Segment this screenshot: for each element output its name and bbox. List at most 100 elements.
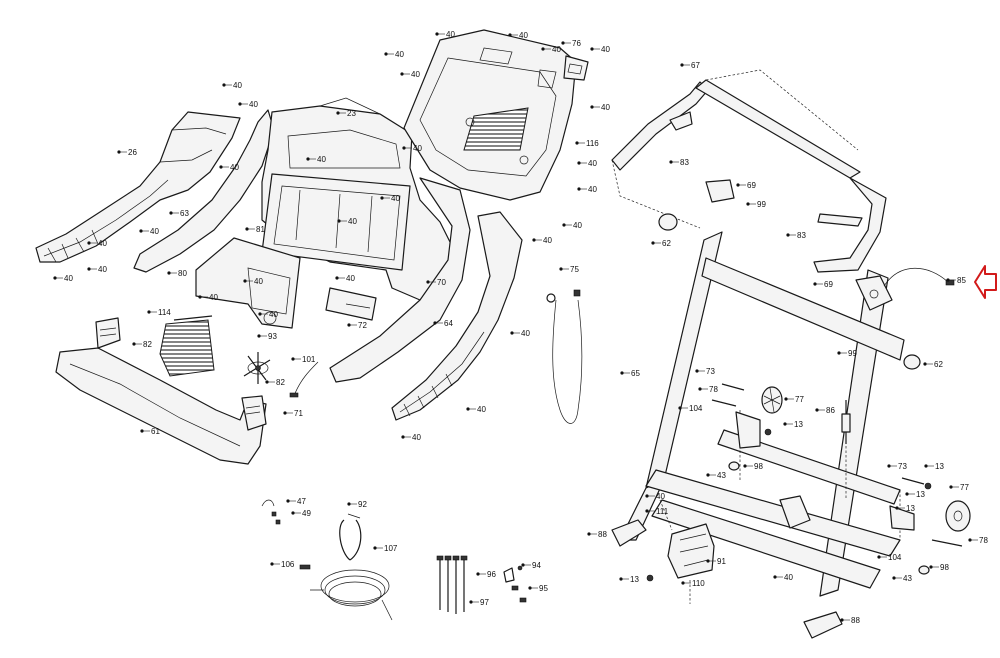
callout-dot-c63	[169, 211, 173, 215]
callout-c116: 116	[575, 139, 599, 148]
callout-number-c93: 93	[268, 332, 277, 341]
callout-c62_a: 62	[651, 239, 671, 248]
callout-number-c40_c: 40	[552, 45, 561, 54]
callout-number-c86: 86	[826, 406, 835, 415]
callout-c77_a: 77	[784, 395, 804, 404]
callout-dot-c116	[575, 141, 579, 145]
callout-dot-c95	[528, 586, 532, 590]
callout-c40_w: 40	[243, 277, 263, 286]
callout-dot-c81	[245, 227, 249, 231]
callout-c98_b: 98	[929, 563, 949, 572]
callout-c67: 67	[680, 61, 700, 70]
callout-dot-c40_ae	[773, 575, 777, 579]
callout-number-c99_a: 99	[757, 200, 766, 209]
callout-number-c40_z: 40	[269, 310, 278, 319]
callout-dot-c40_l	[402, 146, 406, 150]
callout-number-c13_d: 13	[906, 504, 915, 513]
callout-dot-c13_b	[924, 464, 928, 468]
callout-number-c78_b: 78	[979, 536, 988, 545]
callout-dot-c40_z	[258, 312, 262, 316]
callout-number-c40_o: 40	[391, 194, 400, 203]
callout-c107: 107	[373, 544, 398, 553]
callout-number-c26: 26	[128, 148, 137, 157]
callout-c76: 76	[561, 39, 581, 48]
callout-number-c82_a: 82	[143, 340, 152, 349]
callout-c82_a: 82	[132, 340, 152, 349]
callout-c75: 75	[559, 265, 579, 274]
callout-c40_g: 40	[590, 103, 610, 112]
callout-dot-c40_x	[335, 276, 339, 280]
callout-number-c40_t: 40	[64, 274, 73, 283]
callout-c70: 70	[426, 278, 446, 287]
callout-number-c77_a: 77	[795, 395, 804, 404]
callout-c83_a: 83	[669, 158, 689, 167]
callout-dot-c40_w	[243, 279, 247, 283]
callout-dot-c40_q	[139, 229, 143, 233]
callout-c83_b: 83	[786, 231, 806, 240]
callout-number-c82_b: 82	[276, 378, 285, 387]
cable-107	[299, 564, 393, 621]
callout-number-c40_b: 40	[519, 31, 528, 40]
callout-dot-c40_r	[87, 241, 91, 245]
callout-dot-c40_u	[562, 223, 566, 227]
callout-c69_a: 69	[736, 181, 756, 190]
callout-c40_b: 40	[508, 31, 528, 40]
callout-number-c40_i: 40	[249, 100, 258, 109]
callout-number-c76: 76	[572, 39, 581, 48]
callout-c91: 91	[706, 557, 726, 566]
callout-c82_b: 82	[265, 378, 285, 387]
callout-dot-c40_e	[384, 52, 388, 56]
callout-c40_ae: 40	[773, 573, 793, 582]
callout-c96: 96	[476, 570, 496, 579]
callout-dot-c110	[681, 581, 685, 585]
callout-number-c40_g: 40	[601, 103, 610, 112]
callout-c40_ab: 40	[466, 405, 486, 414]
callout-c86: 86	[815, 406, 835, 415]
callout-c40_aa: 40	[510, 329, 530, 338]
callout-number-c43_b: 43	[903, 574, 912, 583]
callout-number-c23: 23	[347, 109, 356, 118]
callout-dot-c40_t	[53, 276, 57, 280]
callout-dot-c40_i	[238, 102, 242, 106]
callout-c40_u: 40	[562, 221, 582, 230]
clip-92	[339, 513, 362, 561]
callout-c43_b: 43	[892, 574, 912, 583]
callout-dot-c61	[140, 429, 144, 433]
callout-c40_s: 40	[87, 265, 107, 274]
screws-94-96-95	[503, 565, 527, 603]
callout-number-c69_b: 69	[824, 280, 833, 289]
callout-number-c71: 71	[294, 409, 303, 418]
callout-number-c43_a: 43	[717, 471, 726, 480]
callout-number-c96: 96	[487, 570, 496, 579]
callout-c97: 97	[469, 598, 489, 607]
callout-number-c88_a: 88	[598, 530, 607, 539]
callout-c62_b: 62	[923, 360, 943, 369]
callout-c61: 61	[140, 427, 160, 436]
callout-dot-c40_h	[222, 83, 226, 87]
callout-c71: 71	[283, 409, 303, 418]
callout-dot-c101	[291, 357, 295, 361]
callout-number-c40_f: 40	[411, 70, 420, 79]
callout-dot-c40_b	[508, 33, 512, 37]
callout-dot-c40_c	[541, 47, 545, 51]
callout-dot-c92	[347, 502, 351, 506]
callout-number-c13_e: 13	[630, 575, 639, 584]
callout-c93: 93	[257, 332, 277, 341]
callout-number-c40_h: 40	[233, 81, 242, 90]
callout-c101: 101	[291, 355, 316, 364]
callout-dot-c98_a	[743, 464, 747, 468]
callout-dot-c40_f	[400, 72, 404, 76]
callout-dot-c85	[946, 278, 950, 282]
callout-c77_b: 77	[949, 483, 969, 492]
callout-number-c104_a: 104	[689, 404, 703, 413]
highlight-arrow	[974, 265, 997, 299]
callout-c78_a: 78	[698, 385, 718, 394]
callout-number-c40_p: 40	[348, 217, 357, 226]
callout-c88_b: 88	[840, 616, 860, 625]
callout-dot-c40_y	[198, 295, 202, 299]
callout-c65: 65	[620, 369, 640, 378]
callout-c40_k: 40	[306, 155, 326, 164]
callout-number-c91: 91	[717, 557, 726, 566]
callout-number-c47: 47	[297, 497, 306, 506]
callout-c40_z: 40	[258, 310, 278, 319]
